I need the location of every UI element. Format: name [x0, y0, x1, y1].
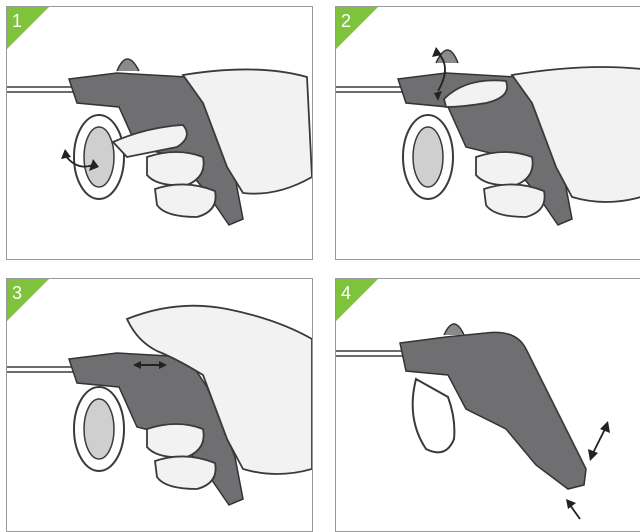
- illustration-step-3: [7, 279, 312, 531]
- step-number: 1: [12, 12, 22, 30]
- step-panel-4: 4: [335, 278, 640, 532]
- step-number: 4: [341, 284, 351, 302]
- illustration-step-2: [336, 7, 640, 259]
- trigger-ring: [413, 379, 455, 452]
- illustration-step-4: [336, 279, 640, 531]
- step-panel-3: 3: [6, 278, 313, 532]
- illustration-step-1: [7, 7, 312, 259]
- step-number: 2: [341, 12, 351, 30]
- release-arrow: [570, 505, 580, 519]
- step-number: 3: [12, 284, 22, 302]
- tilt-arrow: [592, 427, 606, 455]
- step-panel-2: 2: [335, 6, 640, 260]
- step-panel-1: 1: [6, 6, 313, 260]
